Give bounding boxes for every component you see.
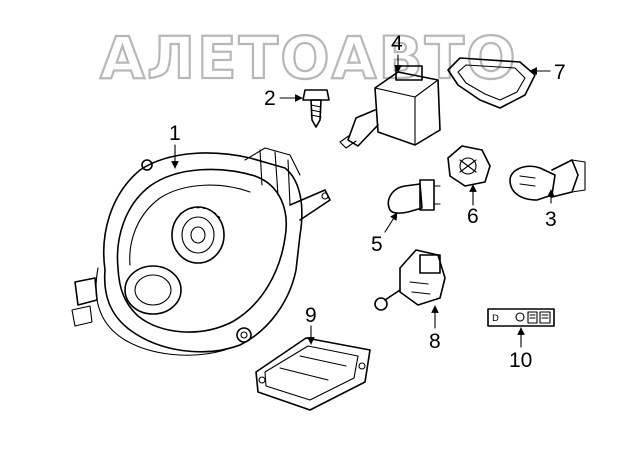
headlamp-assembly (71, 147, 331, 356)
screw (302, 89, 330, 128)
callout-2: 2 (264, 87, 276, 110)
callout-7: 7 (554, 61, 566, 84)
callout-numbers: 1 2 3 4 5 6 7 8 9 10 (169, 32, 566, 372)
callout-3: 3 (545, 208, 557, 231)
gasket (447, 57, 536, 109)
callout-8: 8 (429, 330, 441, 353)
callout-6: 6 (467, 205, 479, 228)
callout-5: 5 (371, 233, 383, 256)
ballast-module (255, 337, 371, 411)
amber-bulb (387, 179, 441, 214)
callout-4: 4 (391, 32, 403, 55)
bulb-socket (447, 145, 491, 187)
xenon-bulb-unit (339, 65, 441, 149)
h7-bulb (509, 159, 586, 201)
callout-10: 10 (509, 349, 532, 372)
watermark-logo: АЛЕТОАВТО (99, 23, 518, 93)
sticker-text: D (492, 314, 499, 324)
callout-1: 1 (169, 122, 181, 145)
leader-lines (171, 54, 555, 348)
bulb-with-socket (374, 249, 446, 311)
watermark-text: АЛЕТОАВТО (100, 24, 518, 92)
callout-9: 9 (305, 304, 317, 327)
label-sticker: D (487, 308, 555, 327)
